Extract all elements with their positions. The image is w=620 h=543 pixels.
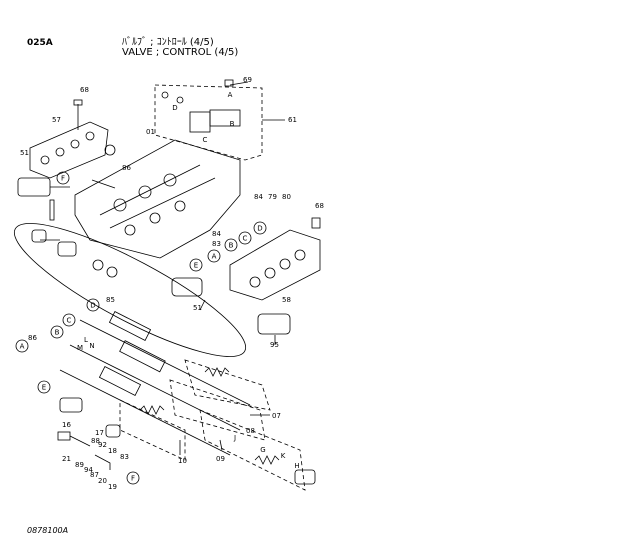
group-frame-09 (199, 409, 306, 491)
spring-3 (254, 455, 280, 465)
title-japanese: ﾊﾞﾙﾌﾞ ; ｺﾝﾄﾛｰﾙ (4/5) (122, 37, 214, 48)
group-frame-08 (169, 379, 266, 441)
label-85: 85 (106, 296, 115, 304)
label-07: 07 (272, 412, 281, 420)
label-57: 57 (52, 116, 61, 124)
label-86: 86 (122, 164, 131, 172)
group-frame-07 (184, 359, 271, 411)
label-09: 09 (216, 455, 225, 463)
label-95: 95 (270, 341, 279, 349)
spool-group-frame (13, 223, 247, 357)
title-english: VALVE ; CONTROL (4/5) (122, 47, 239, 58)
label-89: 89 (75, 461, 84, 469)
callout-A: A (228, 91, 233, 99)
callout-F2: F (131, 475, 135, 483)
label-83: 83 (212, 240, 221, 248)
label-83b: 83 (120, 453, 129, 461)
label-68b: 68 (315, 202, 324, 210)
label-58: 58 (282, 296, 291, 304)
solenoid-51b (171, 277, 203, 297)
label-08: 08 (246, 427, 255, 435)
label-20: 20 (98, 477, 107, 485)
subassembly-frame-61 (154, 84, 263, 161)
callout-C3: C (67, 317, 72, 325)
callout-E: E (194, 262, 198, 270)
callout-L: L (84, 336, 88, 344)
label-84b: 84 (212, 230, 221, 238)
cover-58 (229, 229, 321, 301)
group-frame-10 (119, 399, 186, 461)
callout-E2: E (42, 384, 46, 392)
spool-row-2 (69, 344, 241, 431)
valve-body-small-2 (209, 109, 241, 127)
label-80: 80 (282, 193, 291, 201)
callout-H: H (294, 462, 299, 470)
spool-row-3 (59, 369, 231, 456)
callout-C2: C (243, 235, 248, 243)
diagram-code: 025A (27, 38, 53, 48)
callout-C: C (203, 136, 208, 144)
label-86b: 86 (28, 334, 37, 342)
solenoid-51 (17, 177, 51, 197)
spring-1 (204, 367, 230, 377)
label-69: 69 (243, 76, 252, 84)
label-61: 61 (288, 116, 297, 124)
label-16: 16 (62, 421, 71, 429)
callout-J: J (233, 434, 236, 442)
svg-text:B: B (230, 120, 235, 128)
callout-N: N (89, 342, 94, 350)
plug-H (294, 469, 316, 485)
plug-16 (59, 397, 83, 413)
label-51b: 51 (193, 304, 202, 312)
callout-M: M (77, 344, 83, 352)
label-17: 17 (95, 429, 104, 437)
label-87: 87 (90, 471, 99, 479)
plate-57 (29, 121, 109, 179)
callout-B2: B (229, 242, 234, 250)
o-ring-86 (104, 144, 116, 156)
callout-D3: D (90, 302, 95, 310)
label-84: 84 (254, 193, 263, 201)
valve-body-01 (74, 139, 241, 259)
plug-21 (57, 431, 71, 441)
label-19: 19 (108, 483, 117, 491)
drawing-id: 0878100A (27, 526, 69, 535)
label-88: 88 (91, 437, 100, 445)
cap-18 (105, 424, 121, 438)
callout-A3: A (20, 343, 25, 351)
label-68: 68 (80, 86, 89, 94)
svg-text:D: D (172, 104, 177, 112)
callout-D2: D (257, 225, 262, 233)
solenoid-95 (257, 313, 291, 335)
svg-text:A: A (228, 91, 233, 99)
label-94: 94 (84, 466, 93, 474)
callout-K: K (281, 452, 286, 460)
spool-row-1 (79, 319, 251, 406)
label-79: 79 (268, 193, 277, 201)
label-01: 01 (146, 128, 155, 136)
callout-A2: A (212, 253, 217, 261)
label-92: 92 (98, 441, 107, 449)
label-21: 21 (62, 455, 71, 463)
label-51: 51 (20, 149, 29, 157)
label-18: 18 (108, 447, 117, 455)
spring-2 (139, 405, 165, 415)
valve-body-small (189, 111, 211, 133)
callout-F: F (61, 175, 65, 183)
svg-text:C: C (203, 136, 208, 144)
callout-B3: B (55, 329, 60, 337)
callout-B: B (230, 120, 235, 128)
bolt-68b (311, 217, 321, 229)
callout-G: G (260, 446, 265, 454)
label-10: 10 (178, 457, 187, 465)
callout-D: D (172, 104, 177, 112)
